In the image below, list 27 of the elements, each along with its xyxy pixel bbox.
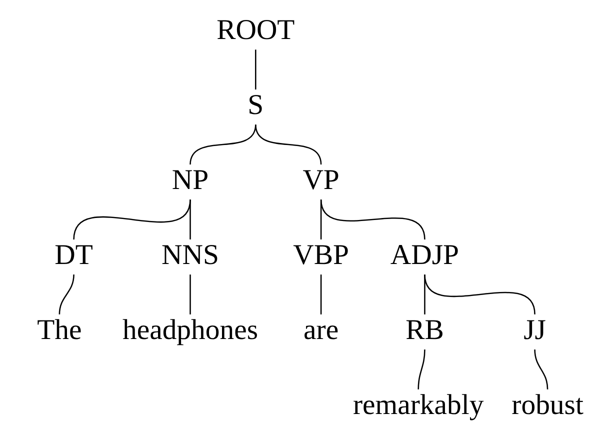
- connector: [320, 199, 426, 240]
- connector: [255, 124, 322, 165]
- connector: [320, 274, 322, 314]
- node-text: S: [248, 89, 264, 122]
- node-text: are: [304, 314, 339, 346]
- node-text: VBP: [293, 239, 349, 272]
- connector: [418, 349, 426, 390]
- node-text: ROOT: [216, 14, 295, 46]
- node-text: RB: [406, 314, 444, 346]
- node-text: ADJP: [390, 239, 460, 272]
- node-text: robust: [512, 388, 584, 421]
- node-text: NNS: [162, 239, 219, 272]
- connector: [255, 50, 256, 90]
- connector: [534, 349, 548, 390]
- node-text: DT: [54, 239, 93, 272]
- connector: [424, 274, 426, 314]
- node-text: NP: [172, 164, 209, 196]
- node-text: headphones: [122, 314, 258, 346]
- node-text: JJ: [524, 314, 546, 346]
- connector: [73, 199, 191, 240]
- node-text: remarkably: [352, 388, 484, 421]
- connector: [190, 274, 191, 314]
- connector: [58, 274, 74, 314]
- node-text: The: [37, 314, 82, 346]
- node-text: VP: [302, 164, 340, 196]
- connector: [424, 274, 536, 315]
- connector: [190, 200, 191, 240]
